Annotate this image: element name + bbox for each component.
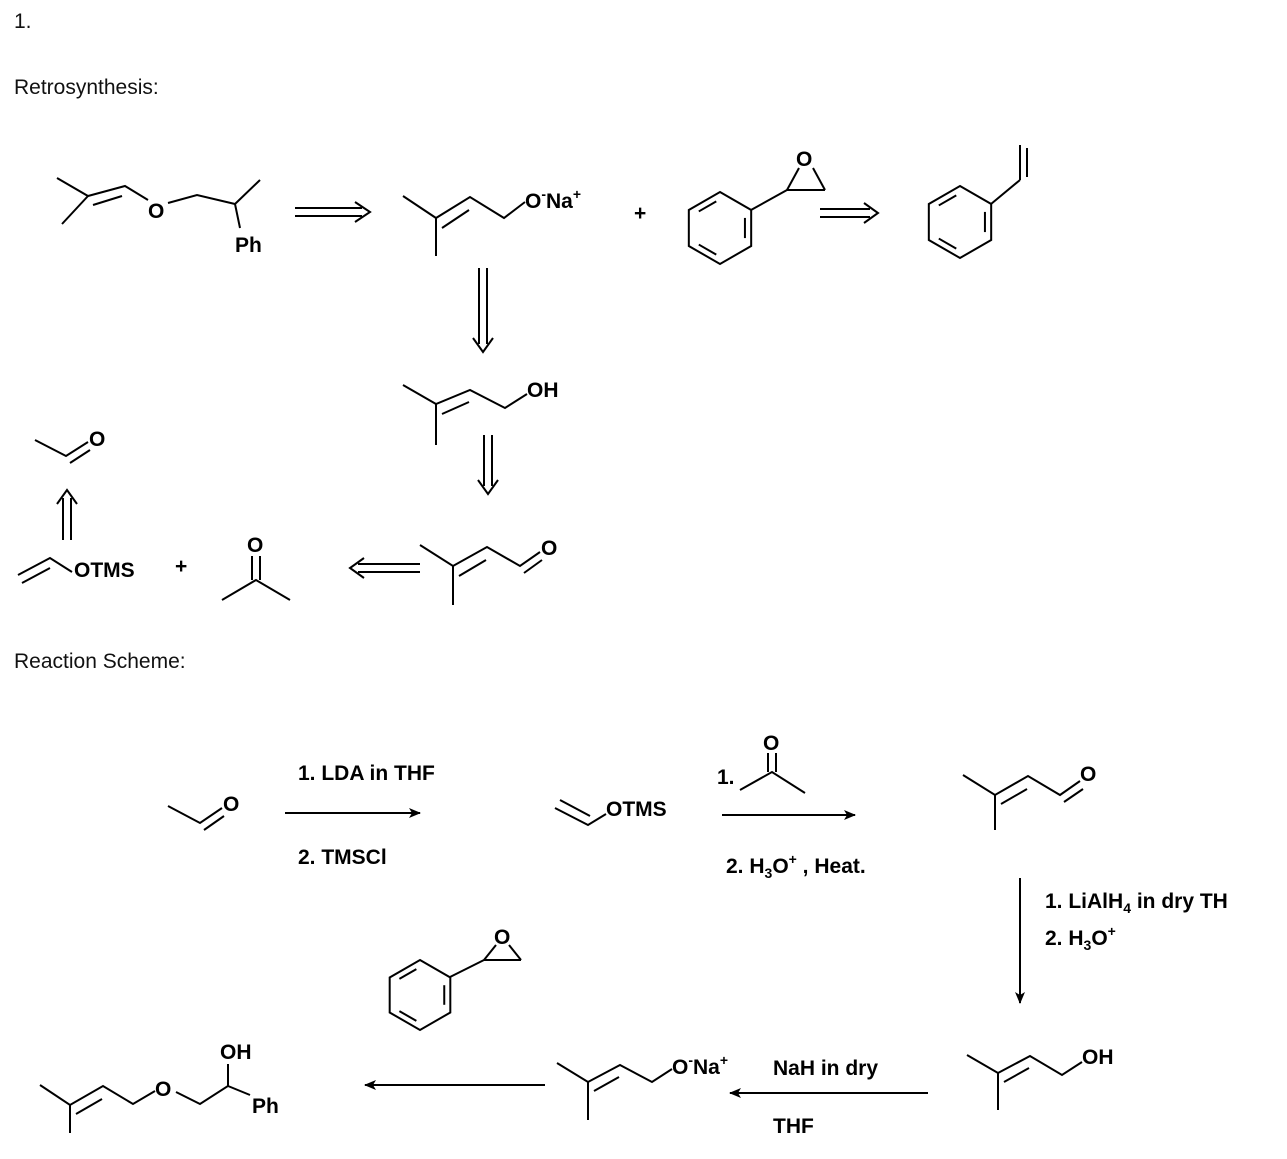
silyl-enol-ether-molecule: OTMS bbox=[17, 556, 135, 584]
alkoxide-intermediate: O-Na+ bbox=[556, 1052, 728, 1120]
retro-arrow-1 bbox=[295, 201, 372, 223]
retro-arrow-down-2 bbox=[477, 435, 499, 496]
otms-label: OTMS bbox=[606, 798, 667, 821]
retro-arrow-up bbox=[56, 488, 78, 540]
final-product-molecule: O OH Ph bbox=[39, 1041, 279, 1133]
benzene-ring bbox=[927, 184, 993, 260]
prenal-intermediate: O bbox=[962, 763, 1096, 830]
retro-arrow-2 bbox=[820, 202, 880, 224]
ring-outline bbox=[388, 958, 452, 1032]
silyl-enol-ether-intermediate: OTMS bbox=[554, 798, 667, 827]
phenyl-label: Ph bbox=[235, 234, 262, 257]
ring-outline bbox=[687, 190, 753, 266]
retro-arrow-left bbox=[348, 557, 420, 579]
alkoxide-molecule: O-Na+ bbox=[402, 186, 581, 256]
problem-number: 1. bbox=[14, 10, 32, 33]
acetone-oxygen: O bbox=[247, 534, 263, 557]
acetone-molecule: O bbox=[221, 534, 291, 601]
ring-double-bond bbox=[698, 243, 717, 256]
ether-oxygen: O bbox=[155, 1078, 171, 1101]
carbonyl-oxygen: O bbox=[1080, 763, 1096, 786]
step1-condition-1: 1. LDA in THF bbox=[298, 762, 435, 785]
step4-condition-1: NaH in dry bbox=[773, 1057, 878, 1080]
ether-oxygen: O bbox=[148, 200, 164, 223]
plus-sign: + bbox=[175, 555, 187, 578]
benzene-ring bbox=[687, 190, 753, 266]
step3-condition-1: 1. LiAlH4 in dry TH bbox=[1045, 890, 1228, 916]
prenal-molecule: O bbox=[419, 537, 557, 605]
prenol-molecule: OH bbox=[402, 379, 559, 445]
alkoxide-label: O-Na+ bbox=[672, 1052, 728, 1079]
ring-outline bbox=[927, 184, 993, 260]
carbonyl-oxygen: O bbox=[541, 537, 557, 560]
step1-condition-2: 2. TMSCl bbox=[298, 846, 387, 869]
plus-sign: + bbox=[634, 202, 646, 225]
ring-double-bond bbox=[938, 194, 957, 207]
styrene-oxide-molecule: O bbox=[687, 148, 826, 266]
ring-double-bond bbox=[398, 968, 417, 980]
styrene-oxide-reagent: O bbox=[388, 926, 522, 1032]
target-ether-molecule: O Ph bbox=[56, 177, 262, 257]
ring-double-bond bbox=[698, 200, 717, 213]
prenol-intermediate: OH bbox=[966, 1046, 1114, 1110]
step2-condition-1: 1. bbox=[717, 766, 735, 789]
step4-condition-2: THF bbox=[773, 1115, 814, 1138]
hydroxyl-label: OH bbox=[220, 1041, 252, 1064]
acetaldehyde-molecule: O bbox=[34, 428, 105, 464]
acetaldehyde-start: O bbox=[167, 793, 239, 831]
acetaldehyde-oxygen: O bbox=[223, 793, 239, 816]
ring-double-bond bbox=[938, 237, 957, 250]
otms-label: OTMS bbox=[74, 559, 135, 582]
step3-condition-2: 2. H3O+ bbox=[1045, 923, 1116, 953]
epoxide-oxygen: O bbox=[494, 926, 510, 949]
phenyl-label: Ph bbox=[252, 1095, 279, 1118]
hydroxyl-label: OH bbox=[1082, 1046, 1114, 1069]
acetone-oxygen: O bbox=[763, 732, 779, 755]
alkoxide-label: O-Na+ bbox=[525, 186, 581, 213]
retrosynthesis-heading: Retrosynthesis: bbox=[14, 76, 159, 99]
styrene-molecule bbox=[927, 145, 1028, 260]
acetone-reagent: O bbox=[739, 732, 806, 794]
ring-double-bond bbox=[398, 1010, 417, 1022]
acetaldehyde-oxygen: O bbox=[89, 428, 105, 451]
retro-arrow-down-1 bbox=[472, 268, 494, 354]
epoxide-oxygen: O bbox=[796, 148, 812, 171]
step2-condition-2: 2. H3O+ , Heat. bbox=[726, 851, 866, 881]
hydroxyl-label: OH bbox=[527, 379, 559, 402]
benzene-ring bbox=[388, 958, 452, 1032]
reaction-scheme-heading: Reaction Scheme: bbox=[14, 650, 186, 673]
